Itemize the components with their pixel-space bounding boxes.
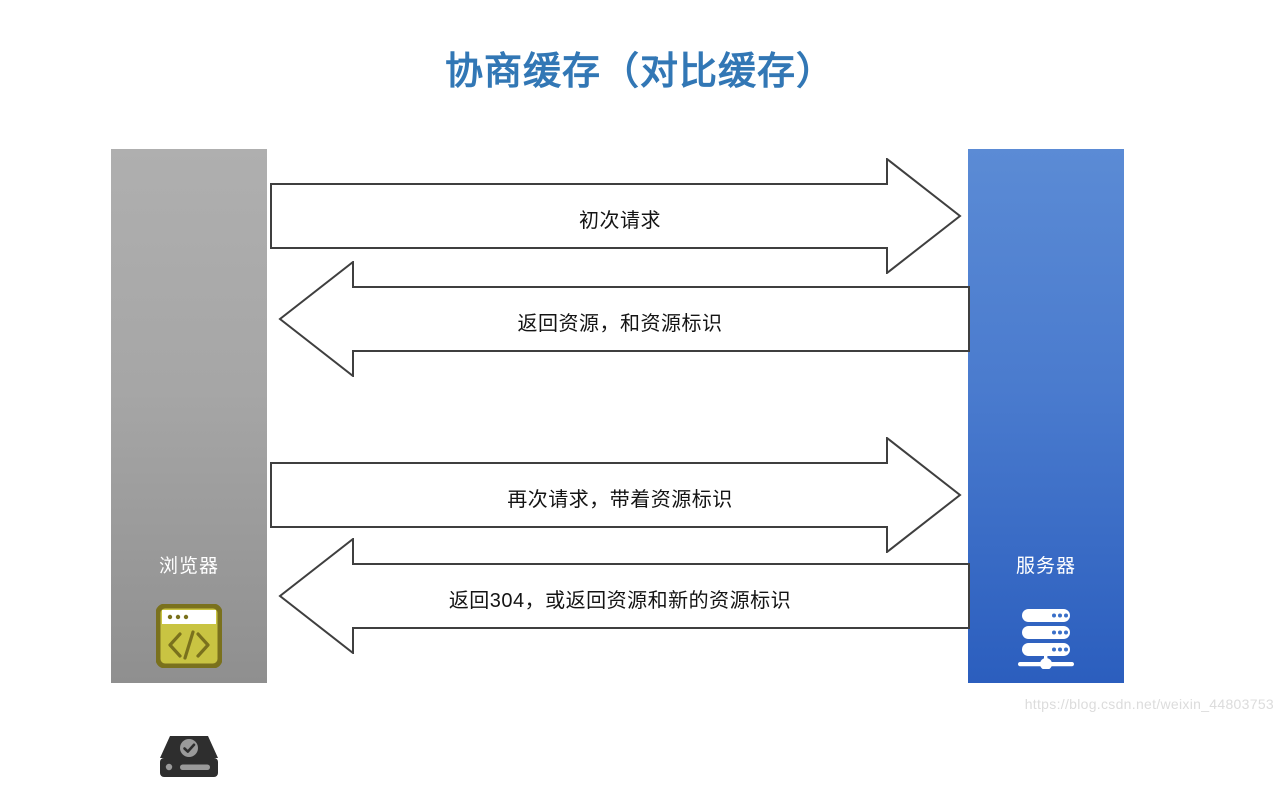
flow-arrow-2-label: 返回资源，和资源标识 <box>517 313 723 335</box>
flow-arrow-3-label: 再次请求，带着资源标识 <box>507 489 733 511</box>
page-title: 协商缓存（对比缓存） <box>444 51 835 93</box>
arrow-left-shape-2 <box>278 261 970 377</box>
hard-disk-icon <box>158 732 220 787</box>
flow-arrow-2: 返回资源，和资源标识 <box>270 261 970 377</box>
source-watermark: https://blog.csdn.net/weixin_44803753 <box>1024 696 1274 712</box>
server-actor-column: 服务器 <box>968 149 1124 683</box>
flow-arrow-3: 再次请求，带着资源标识 <box>270 437 970 553</box>
browser-actor-column: 浏览器 <box>111 149 267 777</box>
arrow-left-shape-4 <box>278 538 970 654</box>
server-rack-icon <box>1016 607 1076 674</box>
flow-arrow-4-label: 返回304，或返回资源和新的资源标识 <box>448 590 792 612</box>
flow-arrow-4: 返回304，或返回资源和新的资源标识 <box>270 538 970 654</box>
arrow-right-shape-3 <box>270 437 962 553</box>
server-actor-label: 服务器 <box>1015 556 1076 577</box>
flow-arrow-1: 初次请求 <box>270 158 970 274</box>
arrow-right-shape-1 <box>270 158 962 274</box>
flow-arrow-1-label: 初次请求 <box>579 210 661 232</box>
browser-actor-label: 浏览器 <box>158 556 219 577</box>
browser-window-code-icon <box>155 603 223 673</box>
